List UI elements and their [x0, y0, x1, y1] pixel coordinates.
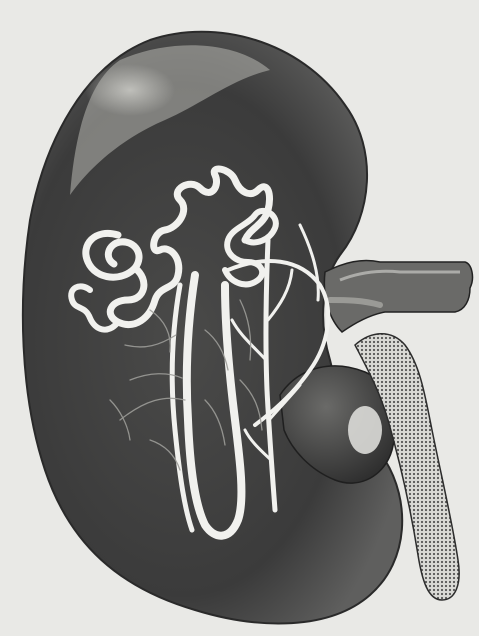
- pelvis-glare: [348, 406, 382, 454]
- cortex-glare: [85, 64, 175, 116]
